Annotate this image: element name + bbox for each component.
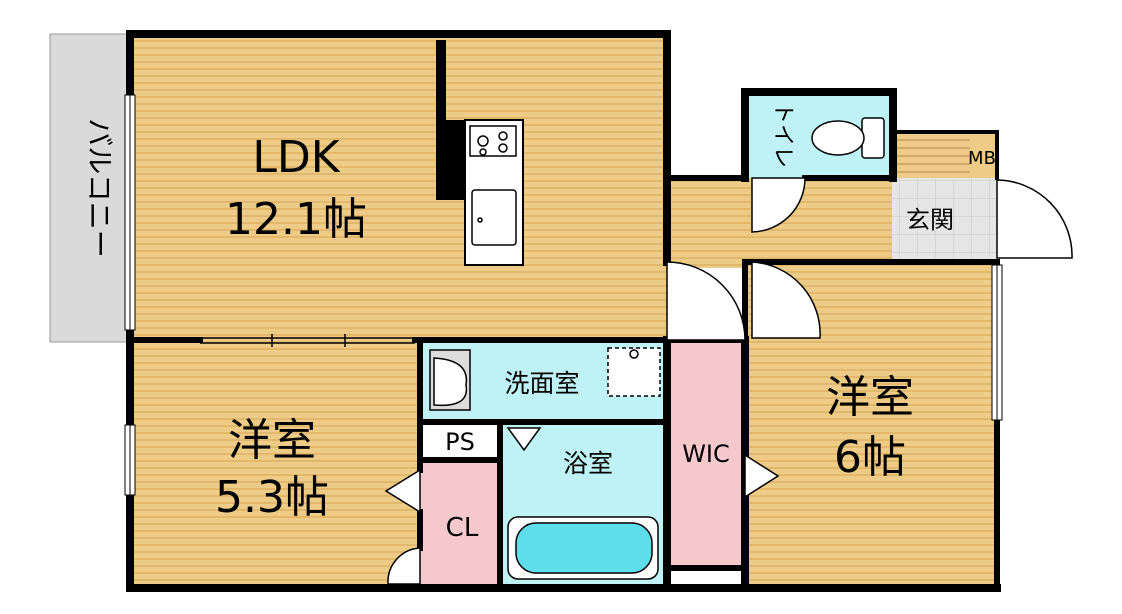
washbasin-icon bbox=[429, 349, 471, 411]
ldk-label: LDK bbox=[252, 132, 340, 183]
western-left-size: 5.3帖 bbox=[215, 472, 329, 523]
western-right-label: 洋室 bbox=[826, 372, 914, 423]
sink-icon bbox=[471, 189, 517, 246]
door-closet-left bbox=[384, 468, 421, 514]
kitchen-wall bbox=[436, 40, 446, 200]
closet-floor bbox=[420, 460, 500, 588]
closet-label: CL bbox=[446, 513, 479, 543]
ps-label: PS bbox=[445, 428, 475, 456]
western-right-size: 6帖 bbox=[834, 432, 906, 483]
door-toilet bbox=[751, 177, 806, 233]
window-balcony bbox=[124, 94, 136, 331]
sliding-window-ldk bbox=[200, 334, 415, 347]
wic-floor bbox=[667, 340, 745, 568]
stove-icon bbox=[469, 125, 517, 157]
wic-label: WIC bbox=[682, 440, 730, 468]
bathtub-icon bbox=[507, 516, 659, 580]
ldk-floor bbox=[130, 34, 667, 340]
washroom-label: 洗面室 bbox=[504, 369, 579, 398]
entrance-label: 玄関 bbox=[906, 206, 954, 234]
door-bath bbox=[506, 427, 542, 452]
bathroom-label: 浴室 bbox=[563, 449, 613, 478]
ps-floor bbox=[420, 422, 500, 460]
door-western-right bbox=[751, 261, 821, 339]
mb-stripes bbox=[895, 139, 970, 173]
window-western-left bbox=[124, 424, 136, 496]
toilet-label: トイレ bbox=[770, 102, 795, 168]
entrance-floor bbox=[892, 178, 997, 262]
door-wic-left bbox=[744, 453, 780, 499]
western-left-floor bbox=[130, 340, 420, 588]
walls bbox=[126, 30, 1001, 592]
toilet-icon bbox=[811, 117, 885, 159]
door-ldk bbox=[666, 261, 746, 341]
washing-machine-icon bbox=[607, 347, 661, 397]
window-western-right bbox=[991, 264, 1003, 421]
ldk-size: 12.1帖 bbox=[225, 194, 367, 245]
kitchen-counter bbox=[464, 119, 524, 266]
western-left-label: 洋室 bbox=[228, 415, 316, 466]
balcony-area bbox=[49, 33, 131, 343]
kitchen-wall-top bbox=[446, 120, 466, 200]
mb-label: MB bbox=[968, 148, 996, 169]
door-closet bbox=[387, 547, 421, 585]
door-entrance bbox=[996, 179, 1073, 259]
balcony-label: バルコニー bbox=[83, 118, 116, 257]
